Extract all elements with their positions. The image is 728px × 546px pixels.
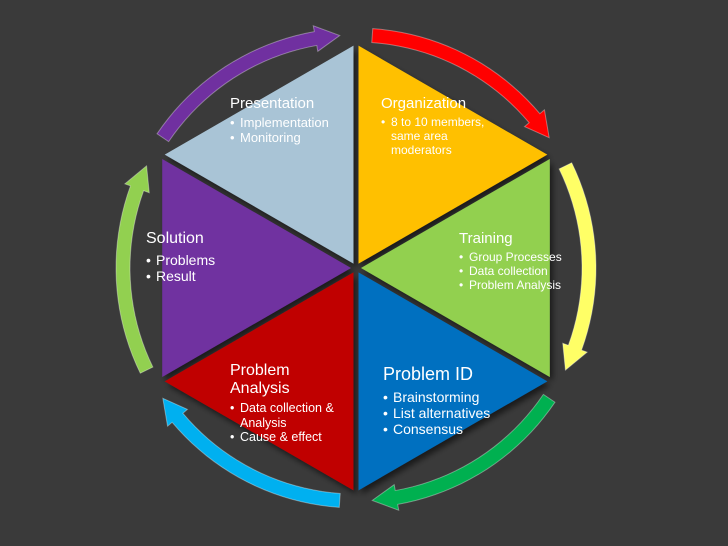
problem-analysis-bullets: Data collection & Analysis Cause & effec…	[230, 401, 348, 445]
organization-label: Organization 8 to 10 members, same area …	[381, 95, 506, 157]
training-segment	[361, 159, 550, 377]
arrow-analysis-to-solution	[162, 397, 341, 508]
solution-label: Solution Problems Result	[146, 230, 266, 284]
training-bullet: Data collection	[459, 264, 589, 279]
organization-bullet: 8 to 10 members, same area moderators	[381, 115, 506, 157]
presentation-label: Presentation Implementation Monitoring	[230, 95, 355, 146]
arrow-training-to-problem-id	[558, 162, 597, 372]
solution-bullets: Problems Result	[146, 252, 266, 284]
organization-title: Organization	[381, 95, 467, 112]
arrow-problem-id-to-analysis	[371, 393, 556, 512]
arrow-solution-to-presentation	[115, 164, 154, 374]
training-label: Training Group Processes Data collection…	[459, 230, 589, 292]
presentation-bullet: Implementation	[230, 115, 355, 131]
organization-bullets: 8 to 10 members, same area moderators	[381, 115, 506, 157]
arrow-presentation-to-organization	[156, 24, 341, 143]
problem-id-label: Problem ID Brainstorming List alternativ…	[383, 364, 508, 437]
presentation-bullets: Implementation Monitoring	[230, 115, 355, 146]
solution-title: Solution	[146, 230, 204, 247]
problem-id-bullet: Brainstorming	[383, 389, 508, 405]
presentation-bullet: Monitoring	[230, 130, 355, 146]
solution-bullet: Result	[146, 268, 266, 284]
problem-analysis-bullet: Data collection & Analysis	[230, 401, 348, 430]
training-bullet: Problem Analysis	[459, 278, 589, 293]
training-bullet: Group Processes	[459, 250, 589, 265]
problem-analysis-label: Problem Analysis Data collection & Analy…	[230, 362, 348, 445]
problem-analysis-title: Problem Analysis	[230, 362, 290, 397]
solution-bullet: Problems	[146, 252, 266, 268]
problem-id-bullet: Consensus	[383, 421, 508, 437]
training-bullets: Group Processes Data collection Problem …	[459, 250, 589, 293]
presentation-segment	[164, 45, 354, 264]
training-title: Training	[459, 230, 513, 247]
problem-id-title: Problem ID	[383, 364, 474, 384]
problem-id-bullets: Brainstorming List alternatives Consensu…	[383, 389, 508, 437]
problem-analysis-bullet: Cause & effect	[230, 430, 348, 445]
presentation-title: Presentation	[230, 95, 315, 112]
problem-id-bullet: List alternatives	[383, 405, 508, 421]
arrow-organization-to-training	[371, 28, 550, 139]
cycle-arrows	[115, 24, 597, 512]
